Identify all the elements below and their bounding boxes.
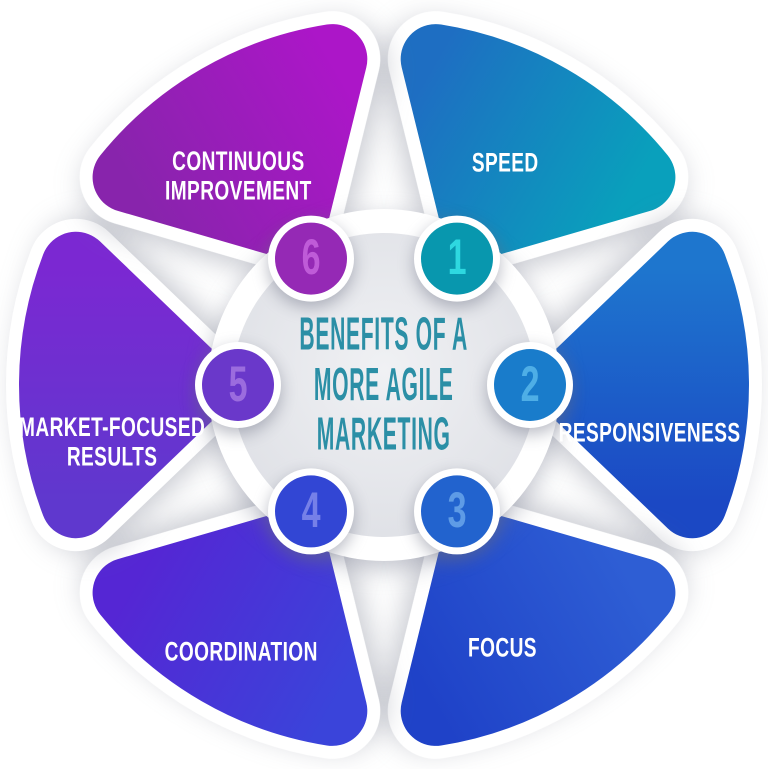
petal-coordination-shape [92, 510, 368, 746]
petal-speed-shape [400, 24, 676, 260]
petal-focus [387, 497, 689, 759]
step-1-badge [414, 215, 500, 302]
center-disk [232, 233, 536, 537]
petal-continuous-improvement [79, 11, 381, 273]
step-2-badge [487, 342, 573, 428]
step-6-badge [268, 215, 354, 302]
step-5-badge [195, 342, 281, 428]
petal-responsiveness-shape [534, 231, 749, 539]
step-4-badge [268, 468, 354, 555]
petal-responsiveness [521, 218, 762, 552]
petal-market-focused-results [6, 218, 247, 552]
step-3-badge [414, 468, 500, 555]
title-line-1: BENEFITS OF A [299, 307, 469, 360]
petal-speed [387, 11, 689, 273]
petal-coordination [79, 497, 381, 759]
title-line-2: MORE AGILE [314, 357, 454, 410]
petal-continuous-improvement-shape [92, 24, 368, 260]
petal-market-focused-results-shape [19, 231, 234, 539]
title-line-3: MARKETING [317, 407, 451, 460]
petal-focus-shape [400, 510, 676, 746]
